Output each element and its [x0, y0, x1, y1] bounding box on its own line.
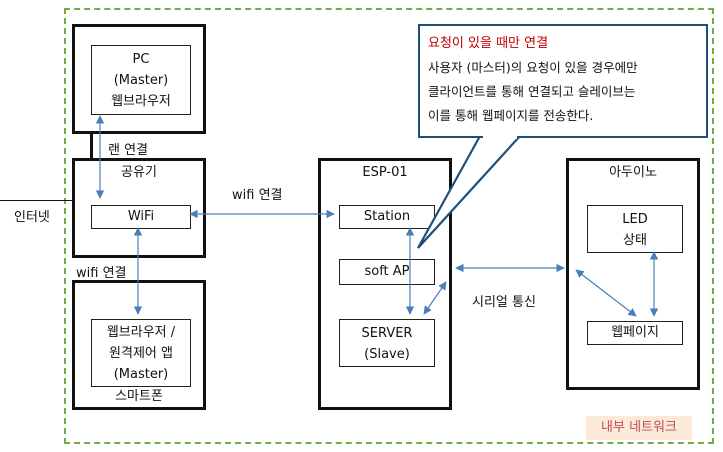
smartphone-app-text: 웹브라우저 / 원격제어 앱 (Master) [106, 325, 176, 382]
pc-node-text: PC (Master) 웹브라우저 [111, 52, 171, 109]
internet-line [0, 200, 74, 201]
callout-box: 요청이 있을 때만 연결 사용자 (마스터)의 요청이 있을 경우에만 클라이언… [418, 24, 708, 138]
lan-line [90, 134, 93, 160]
esp-softap-node[interactable]: soft AP [339, 259, 435, 285]
arduino-led-text: LED 상태 [622, 212, 648, 248]
callout-pointer-joint [483, 133, 517, 139]
router-group: 공유기 WiFi [72, 158, 206, 258]
router-wifi-text: WiFi [127, 209, 155, 224]
internal-network-boundary [64, 8, 714, 444]
callout-pointer [417, 135, 521, 249]
wifi-label-top: wifi 연결 [232, 188, 283, 203]
arduino-webpage-node[interactable]: 웹페이지 [587, 321, 683, 345]
esp-server-text: SERVER (Slave) [361, 326, 413, 362]
arrow-softap-server [423, 281, 447, 315]
esp-title: ESP-01 [362, 165, 408, 180]
internet-label: 인터넷 [14, 210, 50, 225]
arrow-arduino-webpage [575, 269, 637, 317]
esp-station-text: Station [363, 209, 411, 224]
router-title: 공유기 [121, 165, 157, 180]
serial-label: 시리얼 통신 [472, 295, 536, 310]
callout-body: 사용자 (마스터)의 요청이 있을 경우에만 클라이언트를 통해 연결되고 슬레… [428, 60, 638, 123]
esp-server-node[interactable]: SERVER (Slave) [339, 319, 435, 367]
arduino-title: 아두이노 [609, 165, 657, 180]
internal-network-label: 내부 네트워크 [586, 416, 692, 440]
esp-softap-text: soft AP [364, 264, 410, 279]
esp-station-node[interactable]: Station [339, 205, 435, 229]
pc-group: PC (Master) 웹브라우저 [72, 24, 206, 134]
lan-label: 랜 연결 [108, 143, 149, 158]
smartphone-label: 스마트폰 [115, 389, 163, 404]
smartphone-app-node[interactable]: 웹브라우저 / 원격제어 앱 (Master) [91, 319, 191, 387]
arduino-webpage-text: 웹페이지 [611, 325, 659, 340]
arduino-led-node[interactable]: LED 상태 [587, 205, 683, 253]
smartphone-group: 웹브라우저 / 원격제어 앱 (Master) 스마트폰 [72, 280, 206, 410]
pc-node[interactable]: PC (Master) 웹브라우저 [91, 45, 191, 115]
callout-title: 요청이 있을 때만 연결 [428, 36, 549, 51]
wifi-label-left: wifi 연결 [76, 266, 127, 281]
